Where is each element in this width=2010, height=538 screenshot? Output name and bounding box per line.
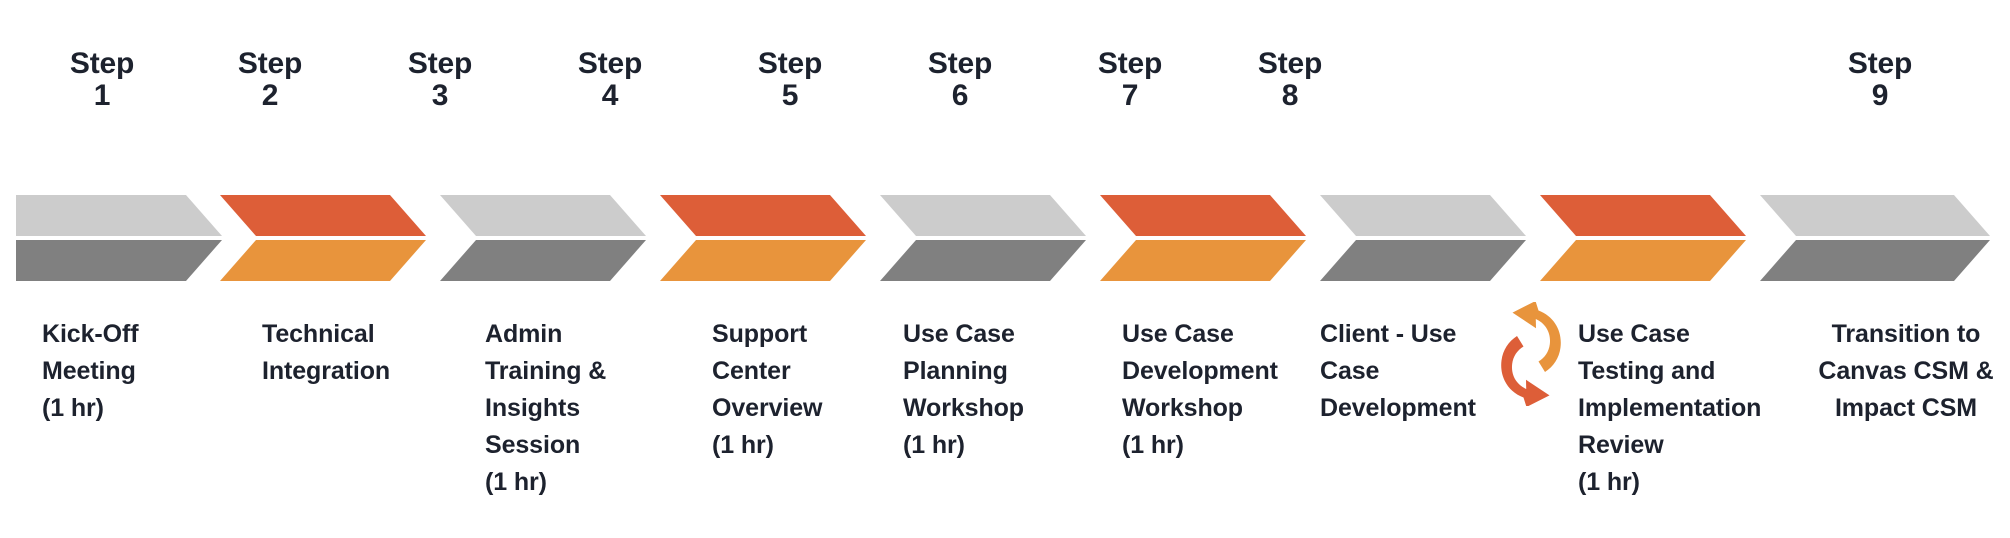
step-header-number-6: 6 (951, 79, 969, 113)
cycle-arrows-icon (1498, 302, 1564, 406)
step-header-row: Step 1 Step 2 Step 3 Step 4 Step 5 Step … (0, 0, 2010, 150)
chevron-bottom-half-9 (1760, 240, 1990, 281)
step-header-word-2: Step (237, 47, 303, 80)
step-header-word-7: Step (1097, 47, 1163, 80)
chevron-step-3[interactable] (440, 195, 646, 281)
chevron-step-8[interactable] (1540, 195, 1746, 281)
chevron-step-5[interactable] (880, 195, 1086, 281)
chevron-top-half-5 (880, 195, 1086, 236)
step-header-word-4: Step (577, 47, 643, 80)
chevron-step-7[interactable] (1320, 195, 1526, 281)
step-header-word-1: Step (69, 47, 135, 80)
step-label-4: Support Center Overview (1 hr) (712, 320, 823, 459)
step-label-6: Use Case Development Workshop (1 hr) (1122, 320, 1278, 459)
chevron-step-2[interactable] (220, 195, 426, 281)
step-header-number-7: 7 (1121, 79, 1139, 113)
step-header-word-5: Step (757, 47, 823, 80)
step-header-word-8: Step (1257, 47, 1323, 80)
chevron-step-6[interactable] (1100, 195, 1306, 281)
step-header-number-3: 3 (431, 79, 449, 113)
step-header-number-4: 4 (601, 79, 619, 113)
step-header-8: Step 8 (1196, 47, 1384, 113)
step-label-5: Use Case Planning Workshop (1 hr) (903, 320, 1024, 459)
chevron-step-4[interactable] (660, 195, 866, 281)
chevron-top-half-8 (1540, 195, 1746, 236)
step-label-3: Admin Training & Insights Session (1 hr) (485, 320, 607, 496)
step-header-9: Step 9 (1786, 47, 1974, 113)
chevron-bottom-half-7 (1320, 240, 1526, 281)
chevron-bottom-half-4 (660, 240, 866, 281)
chevron-top-half-6 (1100, 195, 1306, 236)
step-header-number-9: 9 (1871, 79, 1889, 113)
step-label-2: Technical Integration (262, 320, 391, 385)
chevron-top-half-9 (1760, 195, 1990, 236)
step-header-2: Step 2 (176, 47, 364, 113)
step-header-6: Step 6 (866, 47, 1054, 113)
chevron-top-half-3 (440, 195, 646, 236)
chevron-top-half-2 (220, 195, 426, 236)
chevron-bottom-half-5 (880, 240, 1086, 281)
chevron-step-1[interactable] (16, 195, 222, 281)
step-header-number-5: 5 (781, 79, 799, 113)
step-label-9: Transition to Canvas CSM & Impact CSM (1818, 320, 1994, 422)
chevron-top-half-7 (1320, 195, 1526, 236)
step-label-8: Use Case Testing and Implementation Revi… (1578, 320, 1762, 496)
chevron-band (0, 195, 2010, 281)
chevron-bottom-half-6 (1100, 240, 1306, 281)
step-header-number-8: 8 (1281, 79, 1299, 113)
chevron-top-half-4 (660, 195, 866, 236)
chevron-bottom-half-8 (1540, 240, 1746, 281)
step-header-word-3: Step (407, 47, 473, 80)
step-header-word-6: Step (927, 47, 993, 80)
step-label-1: Kick-Off Meeting (1 hr) (42, 320, 139, 422)
step-header-number-2: 2 (261, 79, 279, 113)
chevron-bottom-half-1 (16, 240, 222, 281)
chevron-top-half-1 (16, 195, 222, 236)
step-header-7: Step 7 (1036, 47, 1224, 113)
step-header-1: Step 1 (8, 47, 196, 113)
chevron-bottom-half-2 (220, 240, 426, 281)
chevron-bottom-half-3 (440, 240, 646, 281)
step-label-row: Kick-Off Meeting (1 hr) Technical Integr… (0, 316, 2010, 538)
step-header-number-1: 1 (93, 79, 111, 113)
step-header-3: Step 3 (346, 47, 534, 113)
step-header-word-9: Step (1847, 47, 1913, 80)
step-header-5: Step 5 (696, 47, 884, 113)
chevron-step-9[interactable] (1760, 195, 1990, 281)
step-label-7: Client - Use Case Development (1320, 320, 1476, 422)
step-header-4: Step 4 (516, 47, 704, 113)
